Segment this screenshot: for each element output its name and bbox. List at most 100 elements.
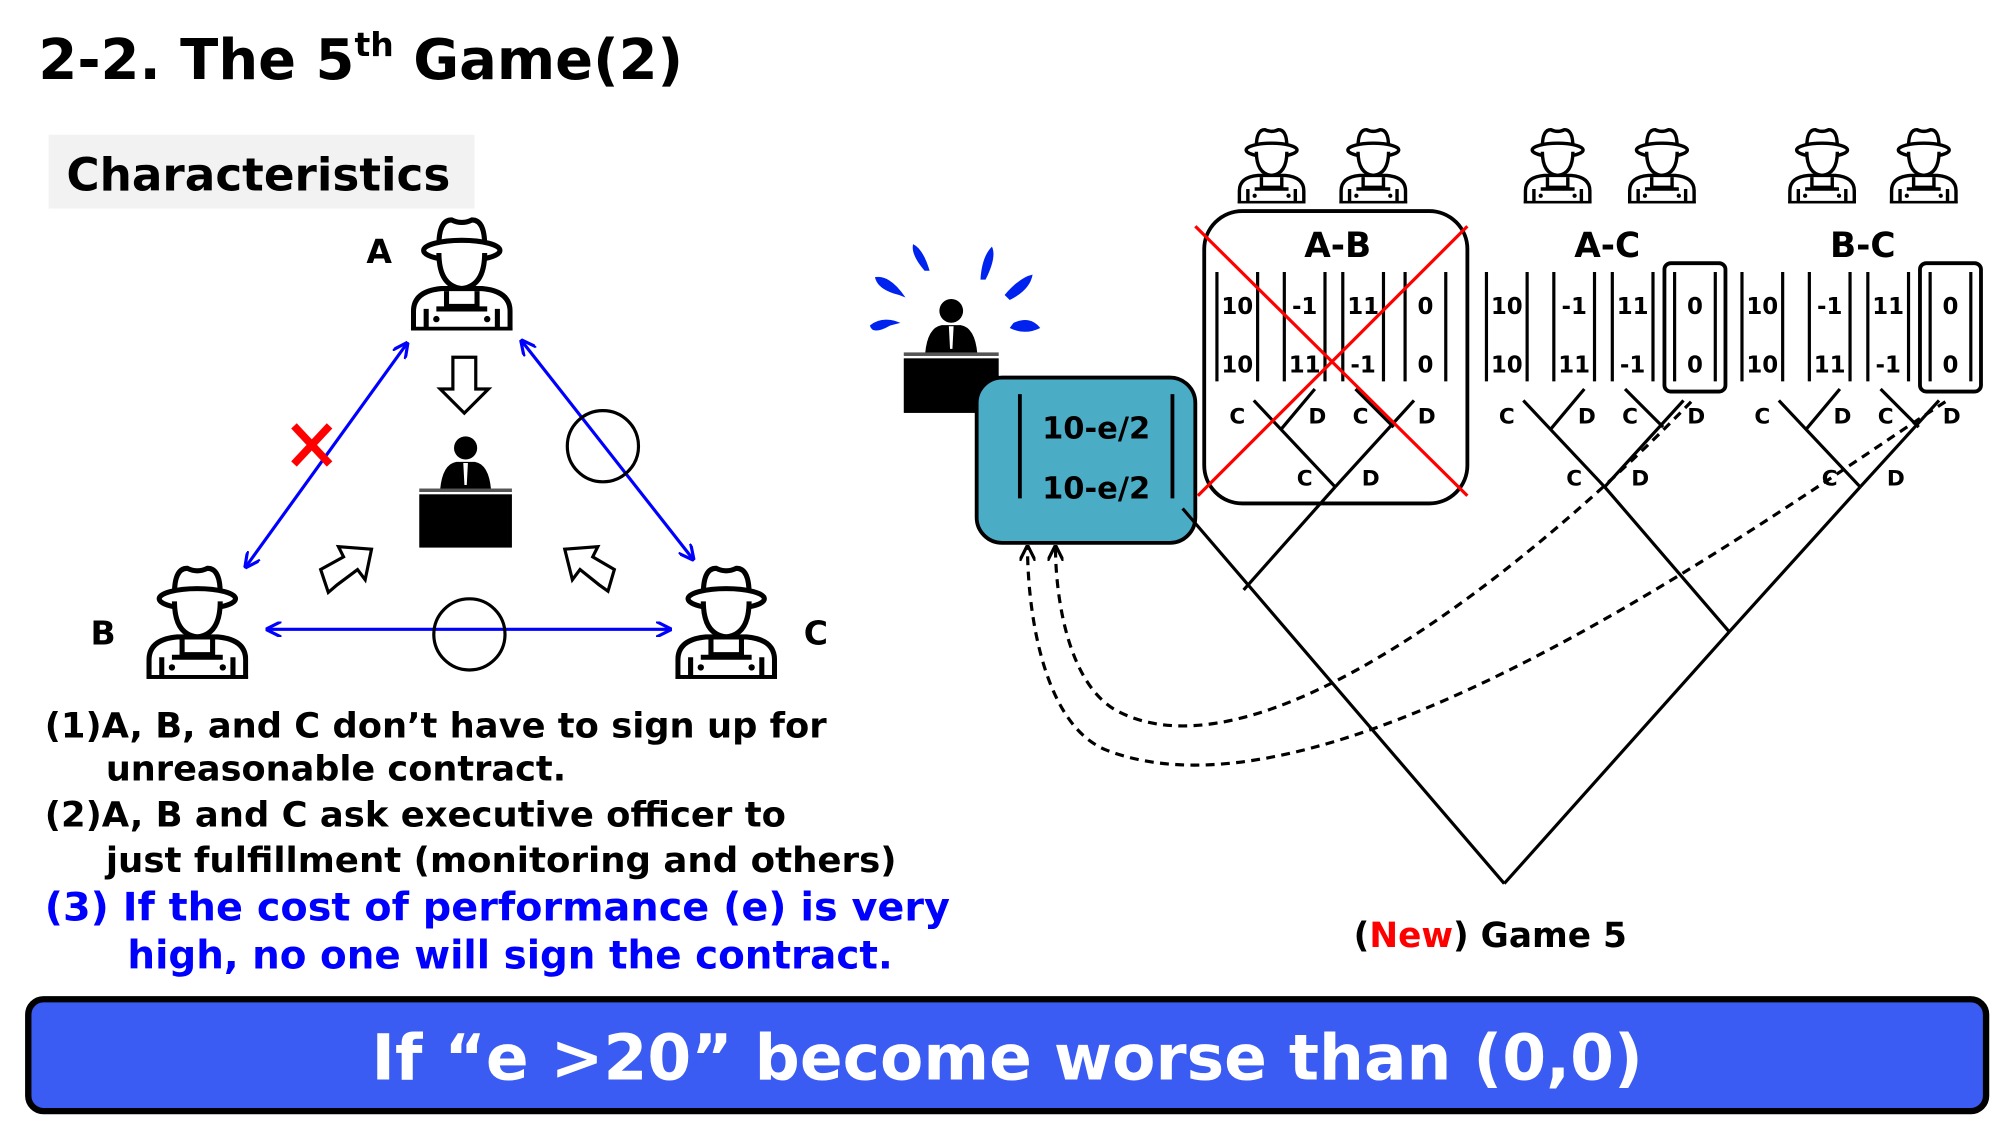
choice-label: C [1566, 467, 1582, 492]
subgame-label: A-C [1574, 226, 1640, 266]
payoff-value: 11 [1347, 294, 1379, 320]
choice-label: C [1229, 404, 1245, 429]
payoff-value: 0 [1687, 294, 1703, 320]
circle-mark-icon [432, 597, 507, 672]
contract-payoff-bottom: 10-e/2 [1042, 471, 1150, 506]
payoff-value: 0 [1943, 352, 1959, 378]
payoff-value: 0 [1943, 294, 1959, 320]
player-a-label: A [366, 232, 392, 271]
payoff-value: 11 [1872, 294, 1904, 320]
payoff-value: -1 [1875, 352, 1900, 378]
point-3-line-2: high, no one will sign the contract. [127, 933, 892, 979]
payoff-value: 11 [1558, 352, 1590, 378]
tree-branch [1280, 387, 1317, 430]
characteristics-heading: Characteristics [66, 149, 450, 202]
choice-label: C [1878, 404, 1894, 429]
alert-splash-icon [869, 244, 1041, 332]
tree-branch [1859, 399, 1941, 488]
selected-outcome-box [1662, 261, 1728, 394]
subgame-box [1202, 209, 1470, 506]
cross-mark-icon [291, 423, 333, 467]
choice-label: D [1943, 404, 1961, 429]
player-triangle-diagram: A B C [91, 220, 828, 678]
farmer-icon [1237, 127, 1306, 204]
contract-payoff-top: 10-e/2 [1042, 412, 1150, 447]
cross-line [1196, 225, 1469, 497]
tree-branch [1354, 387, 1395, 429]
payoff-value: -1 [1561, 294, 1586, 320]
choice-label: D [1362, 467, 1380, 492]
payoff-value: -1 [1292, 294, 1317, 320]
subgame-label: A-B [1304, 226, 1371, 266]
up-right-arrow-icon [318, 544, 374, 596]
choice-label: C [1353, 404, 1369, 429]
tree-branch [1252, 399, 1337, 488]
tree-branch [1550, 387, 1586, 430]
payoff-value: 11 [1814, 352, 1846, 378]
choice-label: D [1687, 404, 1705, 429]
choice-label: D [1418, 404, 1436, 429]
point-2-line-2: just fulfillment (monitoring and others) [104, 841, 897, 881]
payoff-value: 0 [1417, 352, 1433, 378]
tree-branch [1728, 485, 1862, 633]
choice-label: C [1622, 404, 1638, 429]
conclusion-banner [25, 996, 1990, 1115]
crossed-out-icon [1194, 225, 1469, 497]
choice-label: D [1631, 467, 1649, 492]
payoff-value: 10 [1746, 294, 1778, 320]
player-b-label: B [91, 614, 116, 653]
payoff-value: 11 [1289, 352, 1321, 378]
game-label: (New) Game 5 [1354, 916, 1627, 956]
farmer-a-icon [411, 220, 513, 329]
payoff-value: 11 [1617, 294, 1649, 320]
payoff-value: 10 [1221, 294, 1253, 320]
point-1-line-1: (1)A, B, and C don’t have to sign up for [45, 706, 827, 746]
up-left-arrow-icon [562, 544, 617, 594]
payoff-value: 10 [1221, 352, 1253, 378]
payoff-value: 0 [1687, 352, 1703, 378]
choice-label: C [1297, 467, 1313, 492]
tree-branch [1603, 485, 1731, 633]
payoff-value: 10 [1491, 294, 1523, 320]
contract-payoff-box [974, 375, 1198, 545]
executive-officer-icon [419, 436, 512, 548]
tree-branch [1503, 630, 1731, 885]
down-arrow-icon [436, 355, 493, 416]
tree-branch [1333, 399, 1416, 488]
tree-branch [1777, 399, 1862, 488]
tree-branch [1805, 387, 1842, 430]
conclusion-text: If “e >20” become worse than (0,0) [372, 1020, 1643, 1094]
link-a-c [522, 341, 694, 560]
payoff-value: 10 [1491, 352, 1523, 378]
circle-mark-icon [565, 409, 641, 484]
officer-alert [869, 244, 1041, 413]
tree-branch [1603, 399, 1685, 488]
dashed-arrow-ac-to-contract [1055, 400, 1693, 728]
payoff-value: -1 [1620, 352, 1645, 378]
choice-label: C [1822, 467, 1838, 492]
farmer-icon [1787, 127, 1857, 204]
dashed-arrow-bc-to-contract [1028, 400, 1947, 767]
point-1-line-2: unreasonable contract. [106, 750, 566, 790]
farmer-icon [1523, 127, 1592, 204]
choice-label: C [1754, 404, 1770, 429]
choice-label: D [1833, 404, 1851, 429]
payoff-value: 10 [1746, 352, 1778, 378]
payoff-value: -1 [1350, 352, 1375, 378]
selected-outcome-box [1918, 261, 1983, 394]
payoff-value: 0 [1417, 294, 1433, 320]
tree-branch [1522, 399, 1606, 488]
point-3-line-1: (3) If the cost of performance (e) is ve… [45, 884, 950, 930]
farmer-icon [1338, 127, 1408, 204]
farmer-icon [1889, 127, 1959, 204]
player-c-label: C [804, 614, 828, 653]
slide-title: 2-2. The 5th Game(2) [38, 25, 683, 93]
farmer-icon [1627, 127, 1697, 204]
tree-branch [1879, 387, 1920, 429]
tree-branch [1181, 507, 1506, 885]
payoff-value: -1 [1817, 294, 1842, 320]
farmer-b-icon [147, 568, 249, 677]
